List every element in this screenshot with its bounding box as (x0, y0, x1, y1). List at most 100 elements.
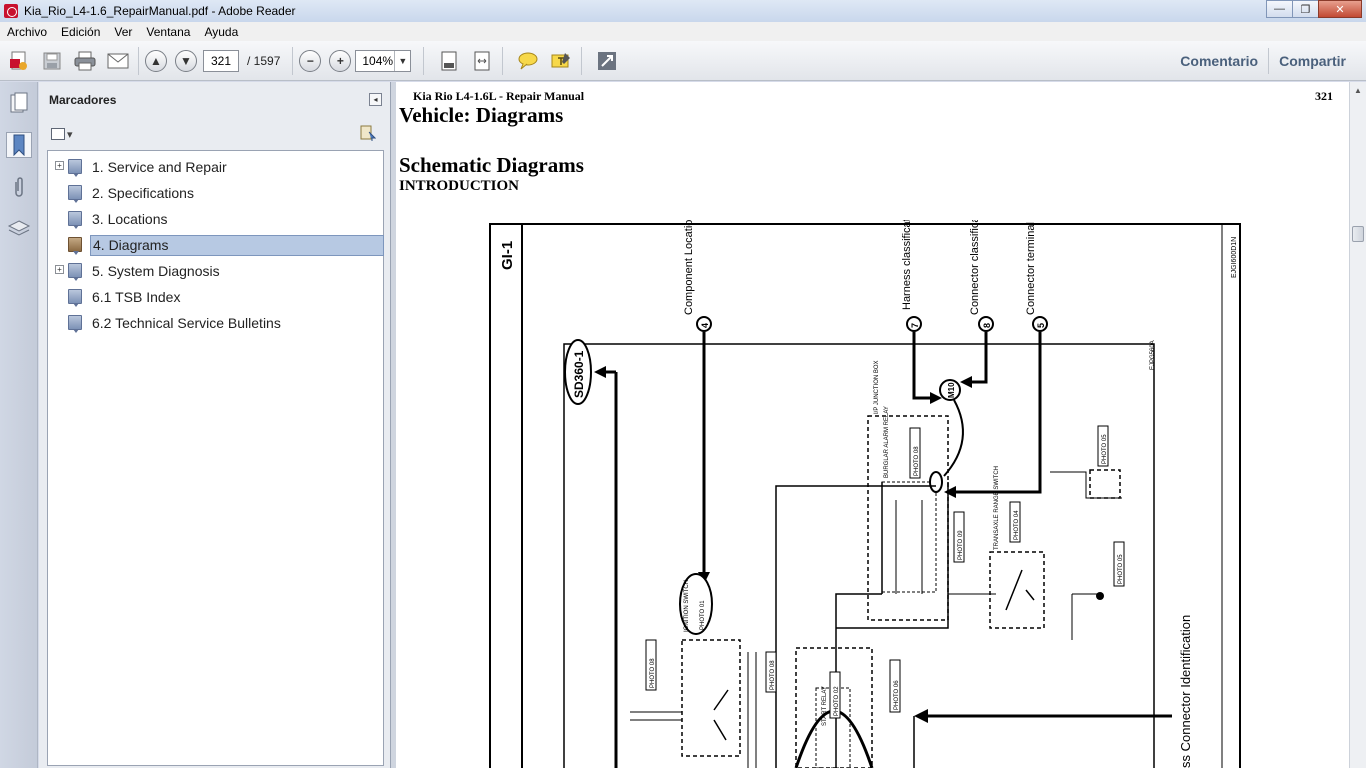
document-running-header: Kia Rio L4-1.6L - Repair Manual (413, 89, 585, 103)
adobe-reader-icon (4, 4, 18, 18)
switch-label-2: TRANSAXLE RANGE SWITCH (994, 466, 1000, 550)
bookmarks-tree: + 1. Service and Repair 2. Specification… (47, 150, 384, 766)
bookmark-system-diagnosis[interactable]: + 5. System Diagnosis (48, 259, 383, 285)
previous-page-icon[interactable]: ▲ (145, 49, 167, 72)
comment-pane-button[interactable]: Comentario (1180, 53, 1259, 69)
schematic-diagram: GI-1 EJGI600D1N EJPG560A SD360-1 Compone… (489, 220, 1241, 768)
toolbar-separator (1268, 48, 1270, 74)
menu-bar: Archivo Edición Ver Ventana Ayuda (0, 22, 1366, 41)
bookmark-icon (68, 263, 82, 281)
bookmark-technical-service-bulletins[interactable]: 6.2 Technical Service Bulletins (48, 311, 383, 337)
page-number-input[interactable]: 321 (203, 49, 239, 72)
bookmark-diagrams[interactable]: 4. Diagrams (48, 233, 384, 259)
callout-7-number: 7 (910, 323, 920, 328)
bookmark-label: 2. Specifications (92, 185, 194, 201)
menu-ver[interactable]: Ver (114, 24, 133, 39)
photo-label-4: PHOTO 04 (1014, 510, 1020, 540)
close-button[interactable]: ✕ (1318, 0, 1362, 18)
callout-8-number: 8 (982, 323, 992, 328)
photo-label-3: PHOTO 09 (958, 530, 964, 560)
bookmark-options-button[interactable]: ▾ (51, 126, 77, 142)
photo-label-5: PHOTO 05 (1118, 554, 1124, 584)
comment-bubble-icon[interactable] (514, 47, 542, 75)
photo-label-6: PHOTO 01 (700, 600, 706, 630)
bookmark-icon (68, 159, 82, 177)
menu-edicion[interactable]: Edición (61, 24, 101, 39)
bookmarks-panel: Marcadores ◂ ▾ + 1. Service and Repair 2… (39, 82, 391, 768)
callout-8-text: Connector classification number (969, 220, 981, 315)
bookmark-icon (68, 237, 82, 255)
photo-label-9: PHOTO 02 (834, 686, 840, 716)
options-list-icon (51, 128, 65, 140)
fit-width-icon[interactable] (468, 47, 496, 75)
minimize-button[interactable]: — (1266, 0, 1293, 18)
expand-icon[interactable]: + (55, 161, 64, 170)
bookmark-label: 1. Service and Repair (92, 159, 227, 175)
bookmarks-header: Marcadores ◂ (39, 82, 390, 118)
new-bookmark-icon[interactable] (358, 124, 377, 142)
bookmark-label: 3. Locations (92, 211, 168, 227)
scrollbar-thumb[interactable] (1352, 226, 1364, 242)
email-icon[interactable] (104, 47, 132, 75)
bookmark-icon (68, 315, 82, 333)
diagram-ref-code: EJGI600D1N (1231, 237, 1238, 278)
expand-icon[interactable] (593, 47, 621, 75)
fit-page-icon[interactable] (435, 47, 463, 75)
bookmark-specifications[interactable]: 2. Specifications (48, 181, 383, 207)
photo-label-2: PHOTO 05 (1102, 434, 1108, 464)
scroll-up-icon[interactable]: ▲ (1354, 85, 1362, 95)
bookmark-icon (68, 289, 82, 307)
callout-5-number: 5 (1036, 323, 1046, 328)
navigation-panel-strip (0, 82, 38, 768)
bookmarks-icon[interactable] (6, 132, 32, 158)
bookmarks-title: Marcadores (49, 93, 117, 107)
chevron-down-icon[interactable]: ▼ (394, 50, 410, 71)
bookmark-locations[interactable]: 3. Locations (48, 207, 383, 233)
toolbar-separator (138, 46, 139, 75)
document-page-number: 321 (1315, 89, 1333, 103)
document-view[interactable]: Kia Rio L4-1.6L - Repair Manual 321 Vehi… (396, 82, 1349, 768)
zoom-in-icon[interactable]: + (329, 49, 352, 72)
maximize-button[interactable]: ❐ (1292, 0, 1319, 18)
photo-label-8: PHOTO 08 (770, 660, 776, 690)
collapse-panel-icon[interactable]: ◂ (369, 93, 382, 106)
bookmark-service-and-repair[interactable]: + 1. Service and Repair (48, 155, 383, 181)
bookmark-label: 5. System Diagnosis (92, 263, 220, 279)
bookmark-tsb-index[interactable]: 6.1 TSB Index (48, 285, 383, 311)
print-icon[interactable] (71, 47, 99, 75)
schematic-label: SD360-1 (572, 350, 586, 398)
switch-label-1: IGNITION SWITCH (684, 580, 690, 632)
zoom-select[interactable]: 104% ▼ (355, 49, 412, 72)
share-pane-button[interactable]: Compartir (1279, 53, 1346, 69)
panel-splitter[interactable] (391, 82, 396, 768)
vertical-scrollbar[interactable]: ▲ (1349, 82, 1366, 768)
expand-icon[interactable]: + (55, 265, 64, 274)
menu-ayuda[interactable]: Ayuda (204, 24, 239, 39)
toolbar-separator (581, 46, 583, 75)
callout-7-text: Harness classification (901, 220, 913, 310)
next-page-icon[interactable]: ▼ (175, 49, 197, 72)
bookmark-label: 6.2 Technical Service Bulletins (92, 315, 281, 331)
photo-label-1: PHOTO 08 (914, 446, 920, 476)
toolbar-separator (292, 46, 294, 75)
bookmark-icon (68, 211, 82, 229)
highlight-icon[interactable] (547, 47, 575, 75)
zoom-value: 104% (362, 53, 394, 68)
attachments-icon[interactable] (6, 174, 32, 200)
save-icon[interactable] (38, 47, 66, 75)
chevron-down-icon: ▾ (67, 128, 73, 141)
menu-archivo[interactable]: Archivo (7, 24, 48, 39)
page-thumbnails-icon[interactable] (6, 90, 32, 116)
zoom-out-icon[interactable]: − (299, 49, 322, 72)
bookmarks-toolbar: ▾ (39, 118, 390, 150)
callout-5-text: Connector terminal number (1025, 220, 1037, 315)
layers-icon[interactable] (6, 216, 32, 242)
bookmark-label: 6.1 TSB Index (92, 289, 181, 305)
relay-label-1: BURGLAR ALARM RELAY (884, 406, 890, 478)
document-section-heading: INTRODUCTION (399, 178, 520, 194)
menu-ventana[interactable]: Ventana (146, 24, 191, 39)
bookmark-label: 4. Diagrams (90, 235, 384, 256)
title-bar: Kia_Rio_L4-1.6_RepairManual.pdf - Adobe … (0, 0, 1366, 22)
create-pdf-icon[interactable] (5, 47, 33, 75)
document-subtitle: Schematic Diagrams (399, 153, 584, 177)
